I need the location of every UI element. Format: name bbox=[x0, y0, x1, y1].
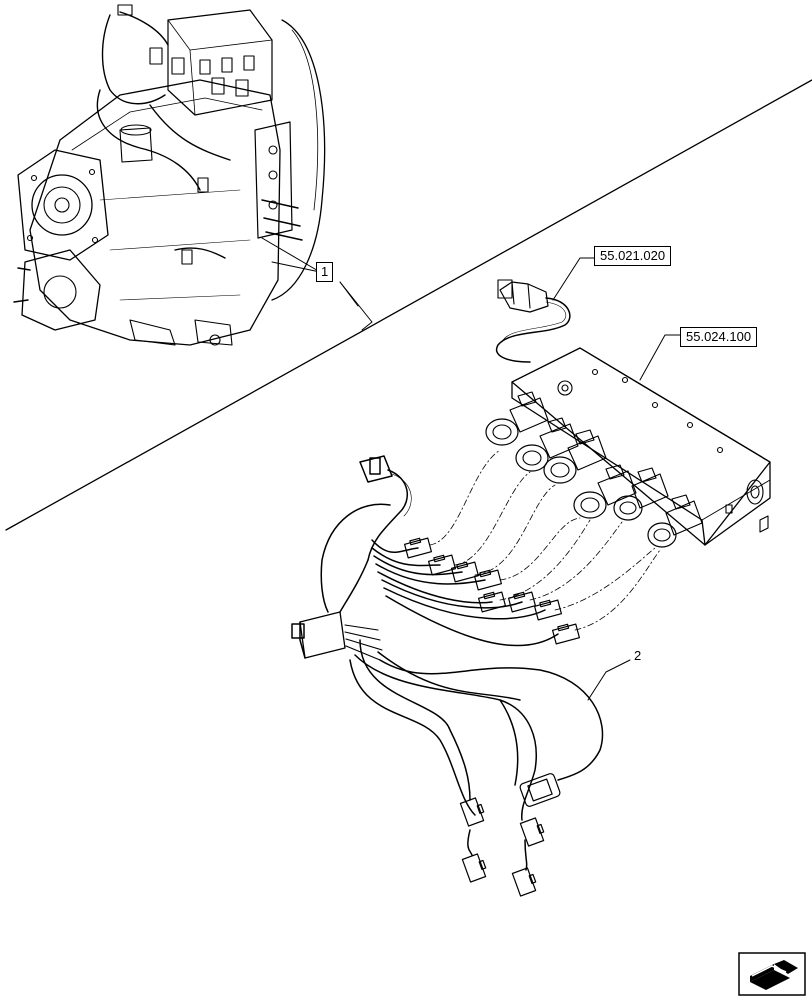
leader-item-1 bbox=[261, 237, 373, 331]
solenoid-valves bbox=[485, 391, 703, 548]
wiring-harness bbox=[291, 455, 604, 871]
solenoid-3 bbox=[543, 429, 607, 484]
next-page-arrow-icon[interactable] bbox=[738, 952, 806, 996]
separator-line bbox=[5, 79, 812, 531]
leader-ref-valve-block bbox=[639, 334, 681, 381]
leader-item-2 bbox=[587, 659, 631, 701]
ref-valve-block[interactable]: 55.024.100 bbox=[680, 327, 758, 347]
callout-item-1[interactable]: 1 bbox=[316, 262, 334, 282]
solenoid-4 bbox=[573, 464, 637, 519]
speed-sensor bbox=[495, 279, 571, 363]
ref-speed-sensor[interactable]: 55.021.020 bbox=[594, 246, 672, 266]
valve-block bbox=[511, 347, 771, 546]
solenoid-2 bbox=[515, 417, 579, 472]
transmission-assembly bbox=[13, 4, 326, 346]
solenoid-6 bbox=[647, 494, 703, 548]
harness-plugs bbox=[403, 537, 581, 897]
solenoid-1 bbox=[485, 391, 549, 446]
solenoid-5 bbox=[613, 467, 669, 521]
callout-item-2[interactable]: 2 bbox=[634, 648, 642, 663]
leader-ref-speed-sensor bbox=[552, 257, 597, 301]
